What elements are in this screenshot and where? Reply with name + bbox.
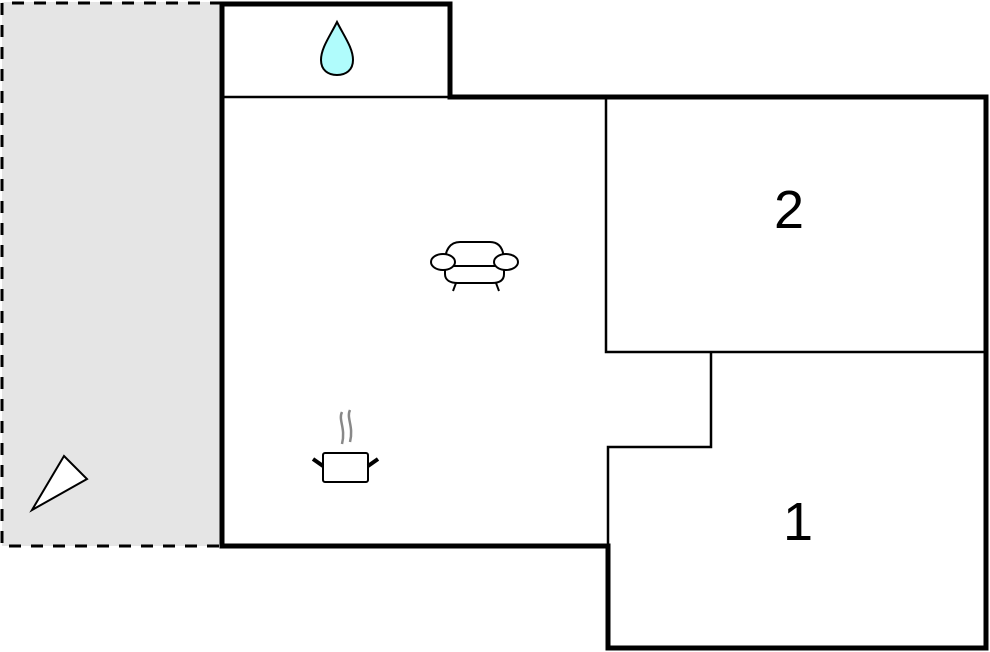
interior-walls: [222, 95, 986, 546]
terrace-area: [0, 1, 222, 548]
cooking-pot-icon: [311, 409, 380, 483]
view-direction-icon: [29, 454, 89, 513]
sofa-icon: [430, 241, 519, 292]
water-drop-icon: [319, 19, 355, 77]
exterior-walls: [219, 1, 989, 651]
bedroom-1-label: 1: [782, 492, 814, 552]
bedroom-2-label: 2: [773, 180, 805, 240]
